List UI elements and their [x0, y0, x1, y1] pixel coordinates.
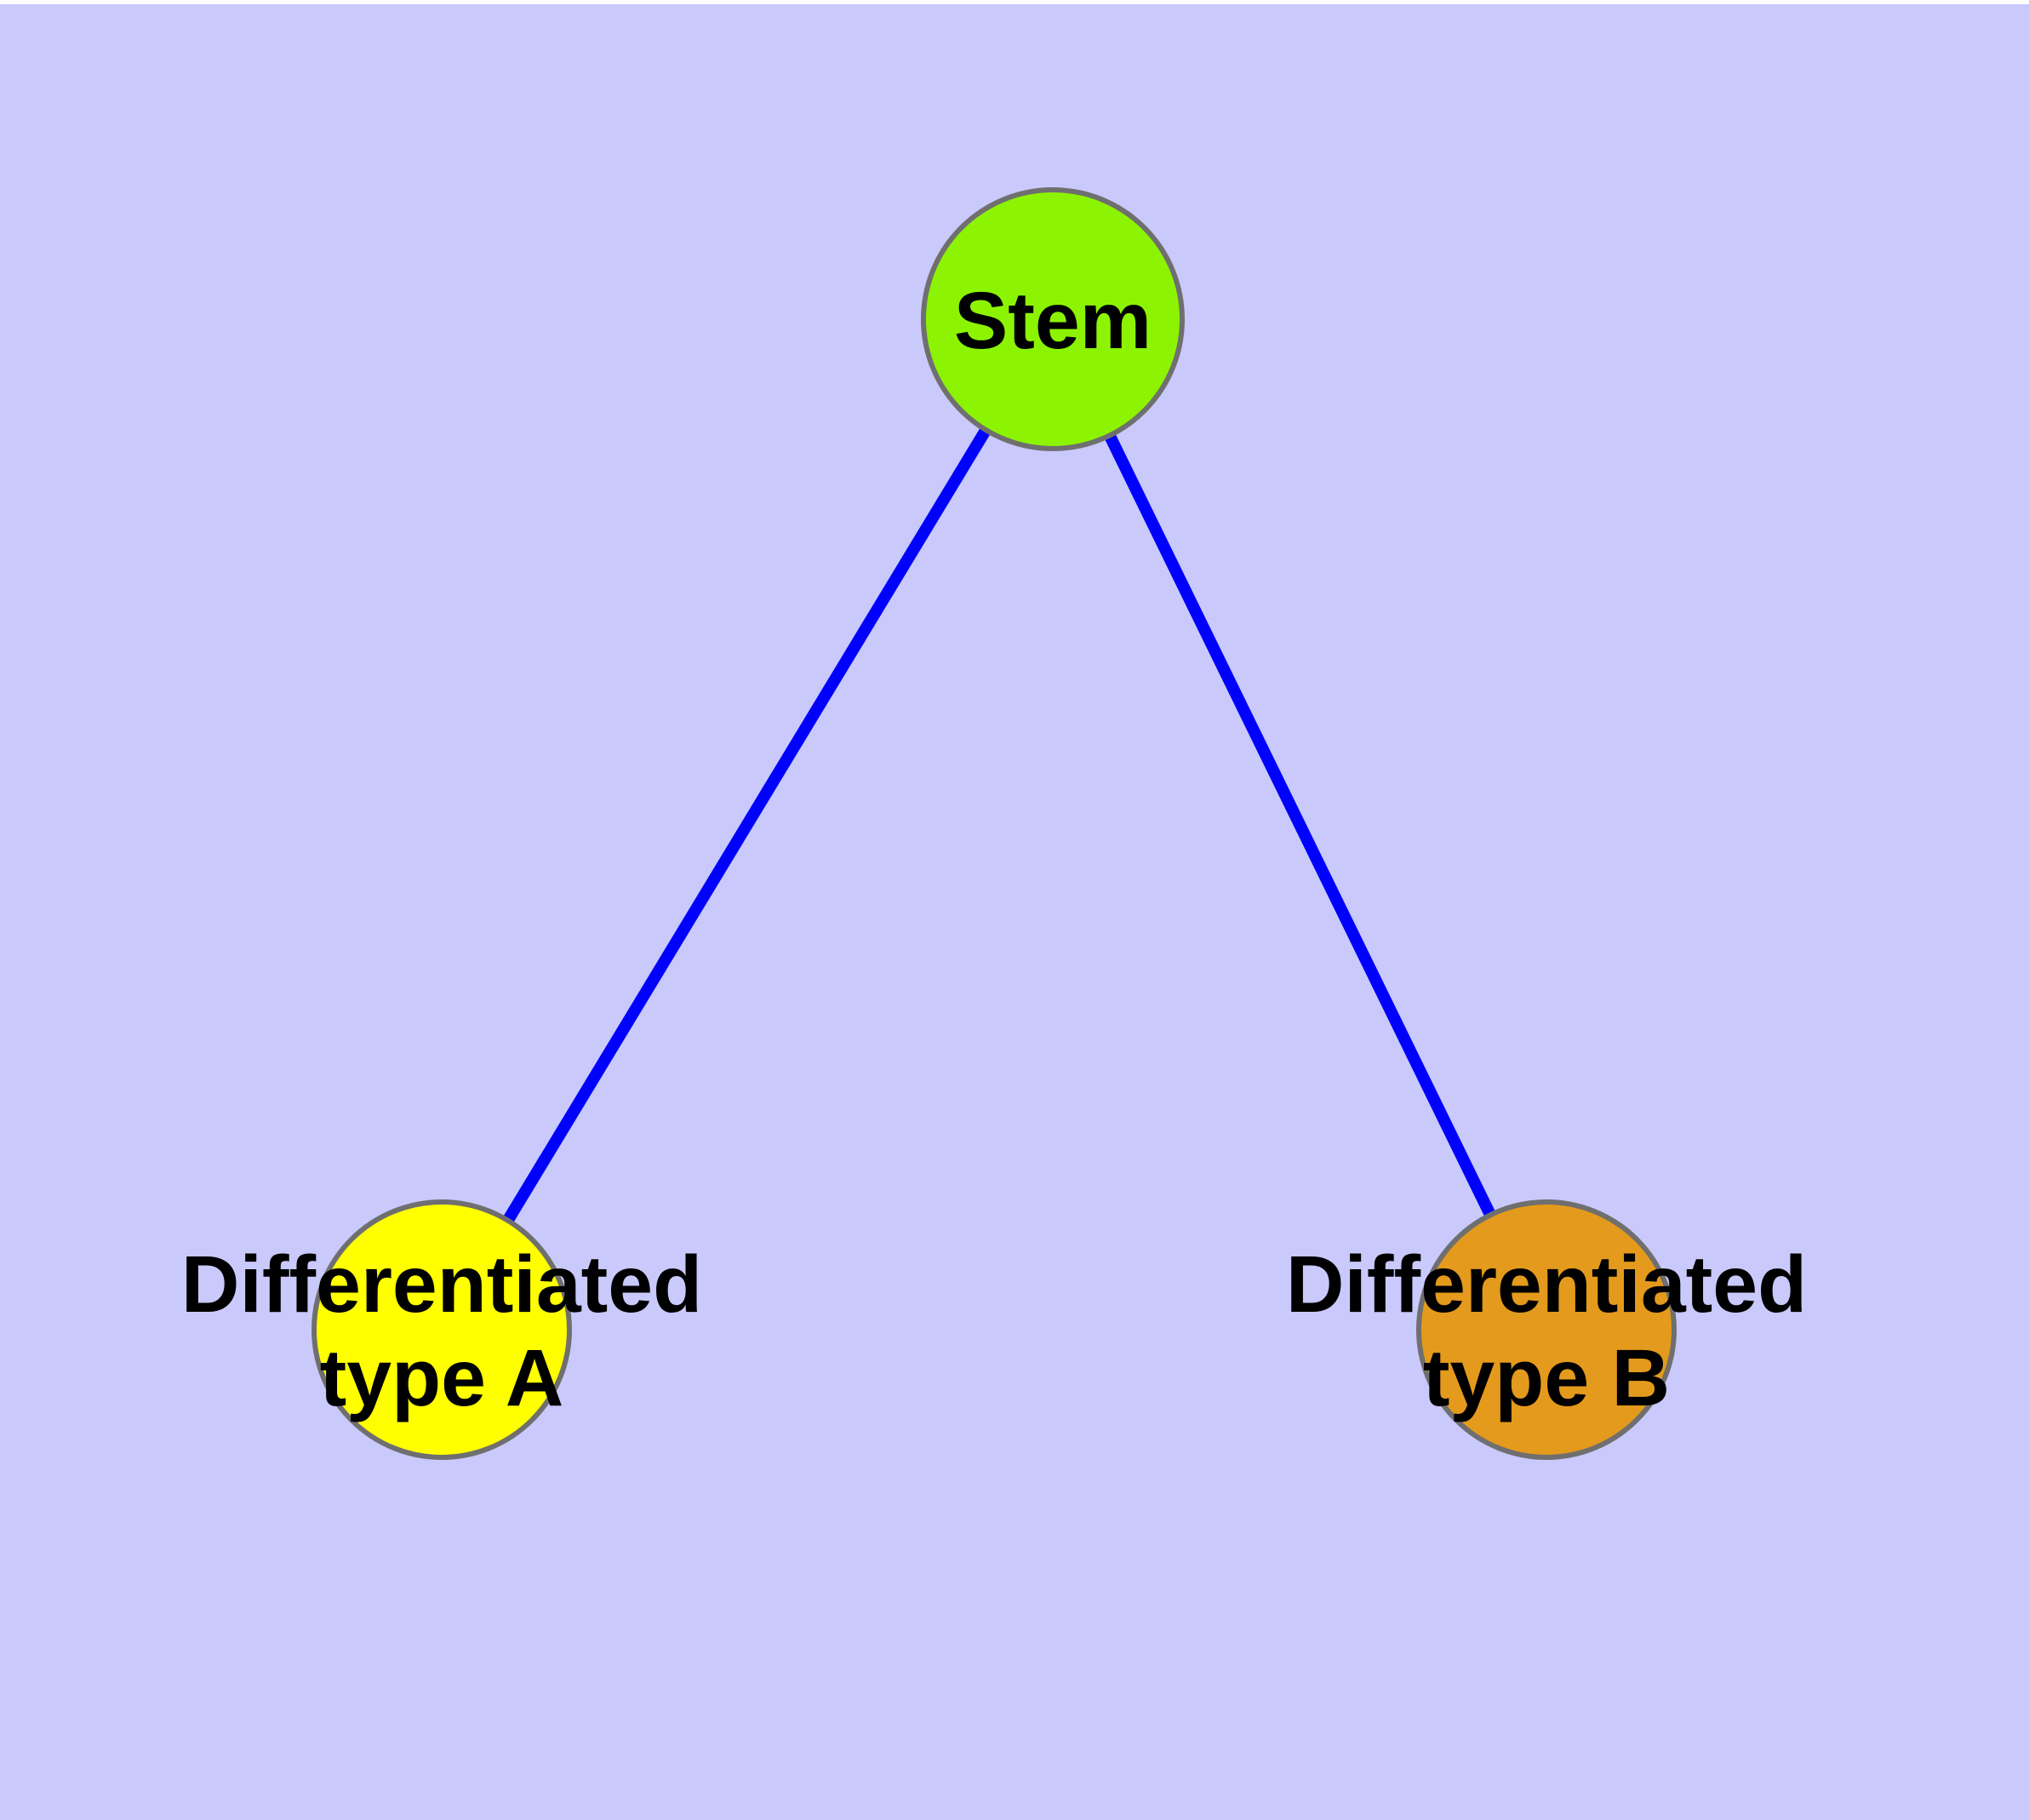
node-circle-differentiated-type-b [1416, 1199, 1677, 1460]
edges-layer [437, 316, 1552, 1333]
node-circle-differentiated-type-a [311, 1199, 572, 1460]
node-label-line: Differentiated [181, 1239, 702, 1330]
top-border-strip [0, 0, 2029, 4]
node-label-line: Stem [954, 276, 1152, 366]
node-stem: Stem [921, 187, 1185, 451]
edge-stem-to-differentiated-type-a [437, 316, 1058, 1333]
edge-stem-to-differentiated-type-b [1047, 316, 1552, 1333]
node-label-line: type B [1423, 1333, 1670, 1423]
node-label-stem: Stem [954, 276, 1152, 366]
node-circle-stem [921, 187, 1185, 451]
node-label-line: type A [320, 1333, 564, 1423]
node-label-line: Differentiated [1286, 1239, 1807, 1330]
